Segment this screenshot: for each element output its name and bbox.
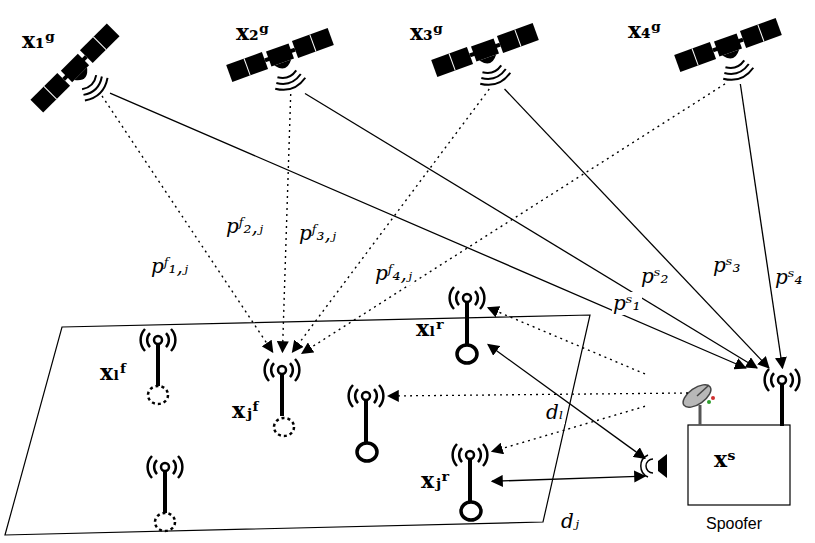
position-label: xⱼʳ [421,468,450,493]
position-label: x₃ᵍ [410,20,444,45]
signal-path [492,476,645,481]
signal-ray [492,406,645,451]
path-label: pˢ₄ [774,266,804,289]
position-label: xⱼᶠ [232,398,260,423]
path-label: dⱼ [560,510,580,533]
position-label: xₗᶠ [100,360,128,385]
spoofer-label: Spoofer [706,515,762,533]
spoof-ray [388,393,688,396]
ground-plane [5,315,590,535]
satellite-icons [30,18,790,131]
real-receiver: xⱼʳ [452,441,492,501]
signal-path [740,84,782,368]
spoofer: xˢSpoofer [645,368,795,508]
signal-ray [102,96,273,352]
position-label: x₂ᵍ [236,20,270,45]
path-label: pˢ₂ [640,265,670,288]
path-label: pᶠ₂,ⱼ [225,215,264,238]
signal-path [505,89,769,368]
path-label: pˢ₃ [712,254,742,277]
signal-ray [302,84,725,353]
position-label: xₗʳ [416,316,445,341]
fake-receiver: xⱼᶠ [262,352,302,380]
fake-receiver: xₗᶠ [140,326,176,352]
signal-path [305,94,757,368]
satellite: x₁ᵍ [82,78,110,96]
receiver-antennas [141,287,488,531]
signal-ray [282,94,290,352]
signal-ray [488,308,645,374]
path-label: dₗ [545,401,565,424]
position-label: x₄ᵍ [628,18,662,43]
real-receiver: xₗʳ [448,284,488,346]
position-label: xˢ [714,447,736,472]
satellite: x₄ᵍ [725,66,753,84]
satellite: x₂ᵍ [277,76,305,94]
path-label: pᶠ₁,ⱼ [150,255,189,278]
signal-ray [292,89,489,352]
position-label: x₁ᵍ [22,28,56,53]
signal-path [488,345,645,459]
path-label: pˢ₁ [612,292,642,315]
path-label: pᶠ₄,ⱼ [374,262,413,285]
signal-path [110,93,746,368]
spoofer-equipment [641,369,800,505]
satellite: x₃ᵍ [482,71,510,89]
path-label: pᶠ₃,ⱼ [298,222,337,245]
